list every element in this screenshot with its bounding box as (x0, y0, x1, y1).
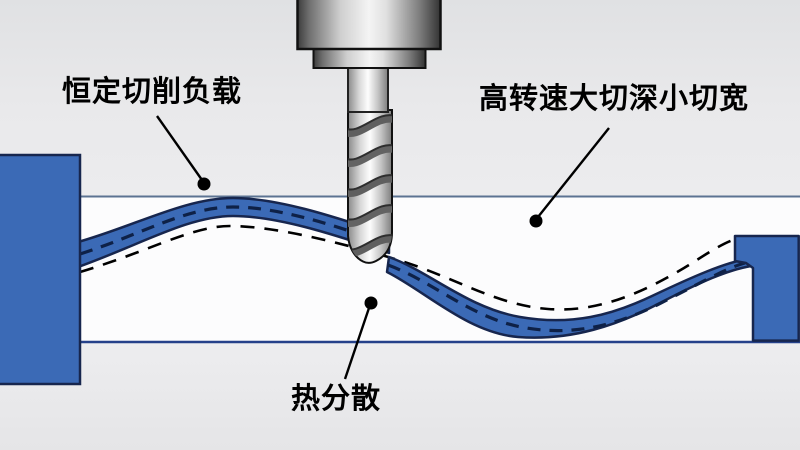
toolpath-dashed-right (387, 261, 746, 333)
callout-line-constant-load (156, 115, 203, 181)
label-heat-dispersion: 热分散 (291, 381, 382, 415)
toolpath-dashed-left (79, 205, 388, 256)
right-workpiece-block (733, 234, 800, 342)
callout-dot-constant-load (197, 177, 211, 191)
label-high-speed-deep-cut-narrow-width: 高转速大切深小切宽 (479, 81, 750, 115)
tool-shank (347, 67, 389, 113)
flute-spiral-grooves (348, 114, 392, 257)
callout-line-heat-dispersion (343, 307, 371, 380)
callouts (156, 115, 610, 380)
prior-surface-dashed-curve (79, 224, 737, 311)
callout-line-high-speed (537, 127, 610, 218)
wave-band-left-segment (76, 196, 391, 269)
spindle-tool-assembly (296, 0, 442, 264)
collet-nut (312, 48, 427, 69)
callout-dot-heat-dispersion (364, 296, 378, 310)
spindle-housing (296, 0, 442, 51)
label-constant-cutting-load: 恒定切削负载 (62, 74, 243, 108)
background-bottom-gray (0, 342, 800, 450)
callout-dot-high-speed (529, 214, 543, 228)
left-workpiece-block (0, 153, 82, 386)
